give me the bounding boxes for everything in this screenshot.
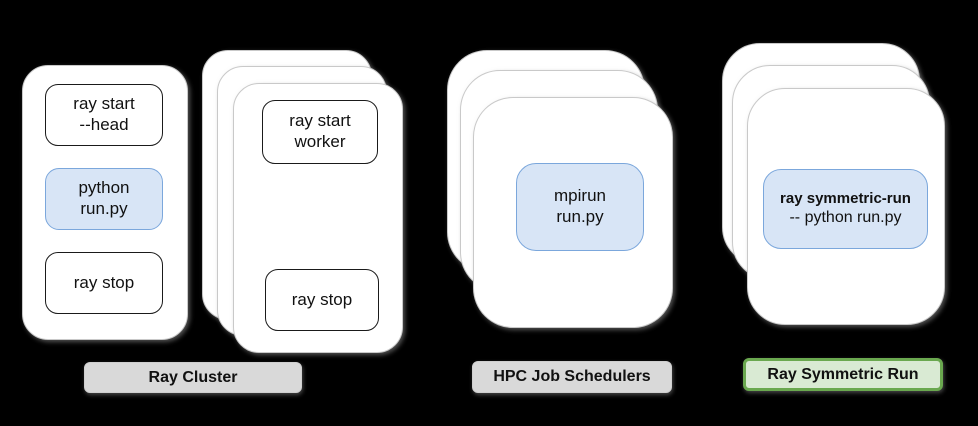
label-ray-cluster: Ray Cluster — [84, 362, 302, 393]
command-line: ray start — [73, 94, 135, 114]
command-line: worker — [294, 132, 346, 151]
ray-start-worker-box: ray start worker — [262, 100, 378, 164]
label-hpc-job-schedulers: HPC Job Schedulers — [472, 361, 672, 393]
label-text: HPC Job Schedulers — [493, 368, 651, 385]
label-text: Ray Cluster — [148, 368, 238, 386]
label-ray-symmetric-run: Ray Symmetric Run — [743, 358, 943, 391]
mpirun-box: mpirun run.py — [516, 163, 644, 251]
ray-stop-box: ray stop — [45, 252, 163, 314]
ray-start-head-box: ray start --head — [45, 84, 163, 146]
command-line: ray stop — [291, 289, 353, 309]
symmetric-run-box: ray symmetric-run -- python run.py — [763, 169, 928, 249]
command-line: ray start — [289, 111, 351, 131]
hpc-card-front: mpirun run.py — [473, 97, 673, 328]
worker-ray-stop-box: ray stop — [265, 269, 379, 331]
label-text: Ray Symmetric Run — [767, 365, 919, 383]
symmetric-card-front: ray symmetric-run -- python run.py — [747, 88, 945, 325]
command-line: -- python run.py — [789, 209, 902, 227]
python-run-box: python run.py — [45, 168, 163, 230]
command-line: ray stop — [73, 272, 135, 292]
command-line: python — [78, 178, 130, 198]
command-line: --head — [79, 115, 129, 134]
command-line: run.py — [556, 207, 604, 226]
head-node-card: ray start --head python run.py ray stop — [22, 65, 188, 340]
worker-node-card-front: ray start worker ray stop — [233, 83, 403, 353]
command-line: ray symmetric-run — [780, 190, 911, 208]
command-line: run.py — [80, 199, 128, 218]
command-line: mpirun — [554, 186, 606, 206]
